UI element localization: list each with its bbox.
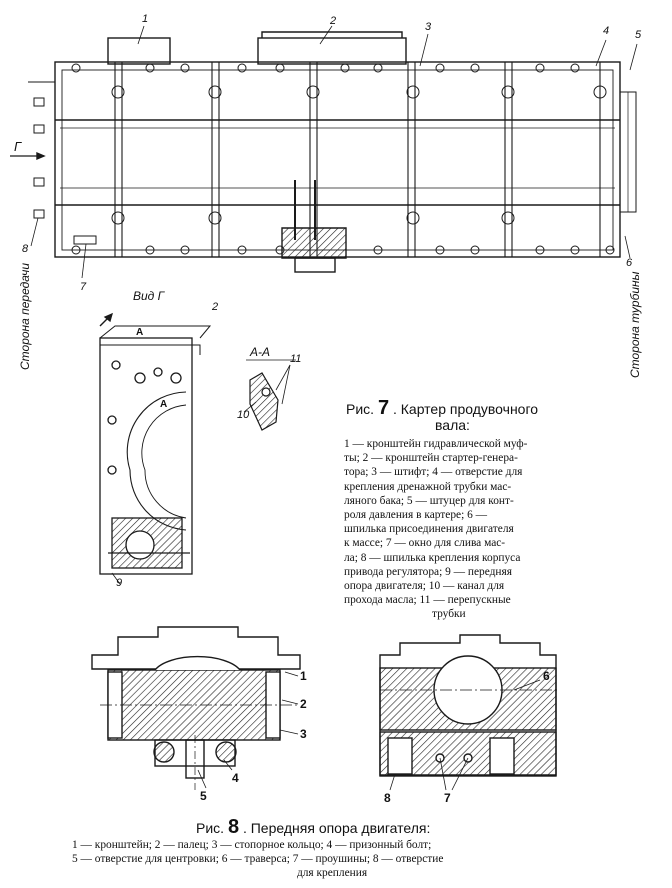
callout-8: 8	[22, 243, 29, 255]
fig7-legend-line: роля давления в картере; 6 —	[344, 509, 488, 522]
fig7-legend-line: ляного бака; 5 — штуцер для конт-	[344, 494, 514, 507]
side-label-front: Сторона передачи	[18, 262, 32, 370]
section-aa-title: А-А	[250, 345, 271, 359]
fig8-caption-prefix: Рис.	[196, 820, 225, 836]
fig8-callout-8: 8	[384, 791, 391, 805]
fig7-legend-line: тора; 3 — штифт; 4 — отверстие для	[344, 466, 523, 479]
callout-1: 1	[142, 13, 149, 25]
fig8-callout-3: 3	[300, 727, 307, 741]
fig8-callout-2: 2	[300, 697, 307, 711]
fig8-legend-line: 5 — отверстие для центровки; 6 — траверс…	[72, 853, 444, 866]
fig7-legend-line: шпилька присоединения двигателя	[344, 523, 514, 536]
callout-3: 3	[425, 21, 432, 33]
side-label-turbine: Сторона турбины	[628, 271, 642, 378]
fig8-caption-number: 8	[227, 816, 240, 838]
callout-5: 5	[635, 29, 642, 41]
fig7-legend-line: крепления дренажной трубки мас-	[344, 480, 512, 493]
fig8-callout-1: 1	[300, 669, 307, 683]
fig7-caption-prefix: Рис.	[346, 401, 375, 417]
fig8-caption: Рис. 8 . Передняя опора двигателя:	[196, 817, 430, 837]
callout-7: 7	[80, 281, 87, 293]
fig8-callout-7: 7	[444, 791, 451, 805]
fig7-legend-line: 1 — кронштейн гидравлической муф-	[344, 438, 528, 450]
callout-4: 4	[603, 25, 610, 37]
view-g-title: Вид Г	[133, 289, 165, 303]
fig8-callout-4: 4	[232, 771, 239, 785]
callout-6: 6	[626, 257, 633, 269]
fig7-legend-line: к массе; 7 — окно для слива мас-	[344, 537, 506, 550]
section-aa-callout-10: 10	[237, 409, 250, 421]
fig7-legend: 1 — кронштейн гидравлической муф- ты; 2 …	[344, 437, 574, 622]
fig8-caption-title: . Передняя опора двигателя:	[242, 820, 431, 836]
fig7-legend-line: ты; 2 — кронштейн стартер-генера-	[344, 452, 518, 465]
view-g-callout-2: 2	[212, 301, 219, 313]
fig8-legend-line: для крепления	[296, 867, 368, 880]
fig7-caption-title: . Картер продувочного	[392, 401, 539, 417]
fig7-caption-line2: вала:	[435, 417, 470, 433]
fig8-legend: 1 — кронштейн; 2 — палец; 3 — стопорное …	[72, 838, 592, 881]
fig7-legend-line: прохода масла; 11 — перепускные	[344, 594, 511, 607]
view-g-a2: А	[160, 399, 168, 410]
section-aa-callout-11: 11	[290, 353, 302, 365]
fig7-caption-line1: Рис. 7 . Картер продувочного	[346, 398, 538, 418]
fig8-callout-5: 5	[200, 789, 207, 803]
fig7-caption-number: 7	[377, 397, 390, 419]
fig8-legend-line: 1 — кронштейн; 2 — палец; 3 — стопорное …	[72, 839, 432, 851]
fig7-legend-line: ла; 8 — шпилька крепления корпуса	[344, 551, 521, 564]
fig7-legend-line: опора двигателя; 10 — канал для	[344, 580, 505, 593]
fig8-callout-6: 6	[543, 669, 550, 683]
callout-2: 2	[330, 15, 337, 27]
arrow-g-label: Г	[14, 139, 22, 154]
view-g-callout-9: 9	[116, 577, 123, 589]
fig7-legend-line: трубки	[432, 608, 466, 621]
view-g-a1: А	[136, 327, 144, 338]
fig7-legend-line: привода регулятора; 9 — передняя	[344, 565, 512, 578]
